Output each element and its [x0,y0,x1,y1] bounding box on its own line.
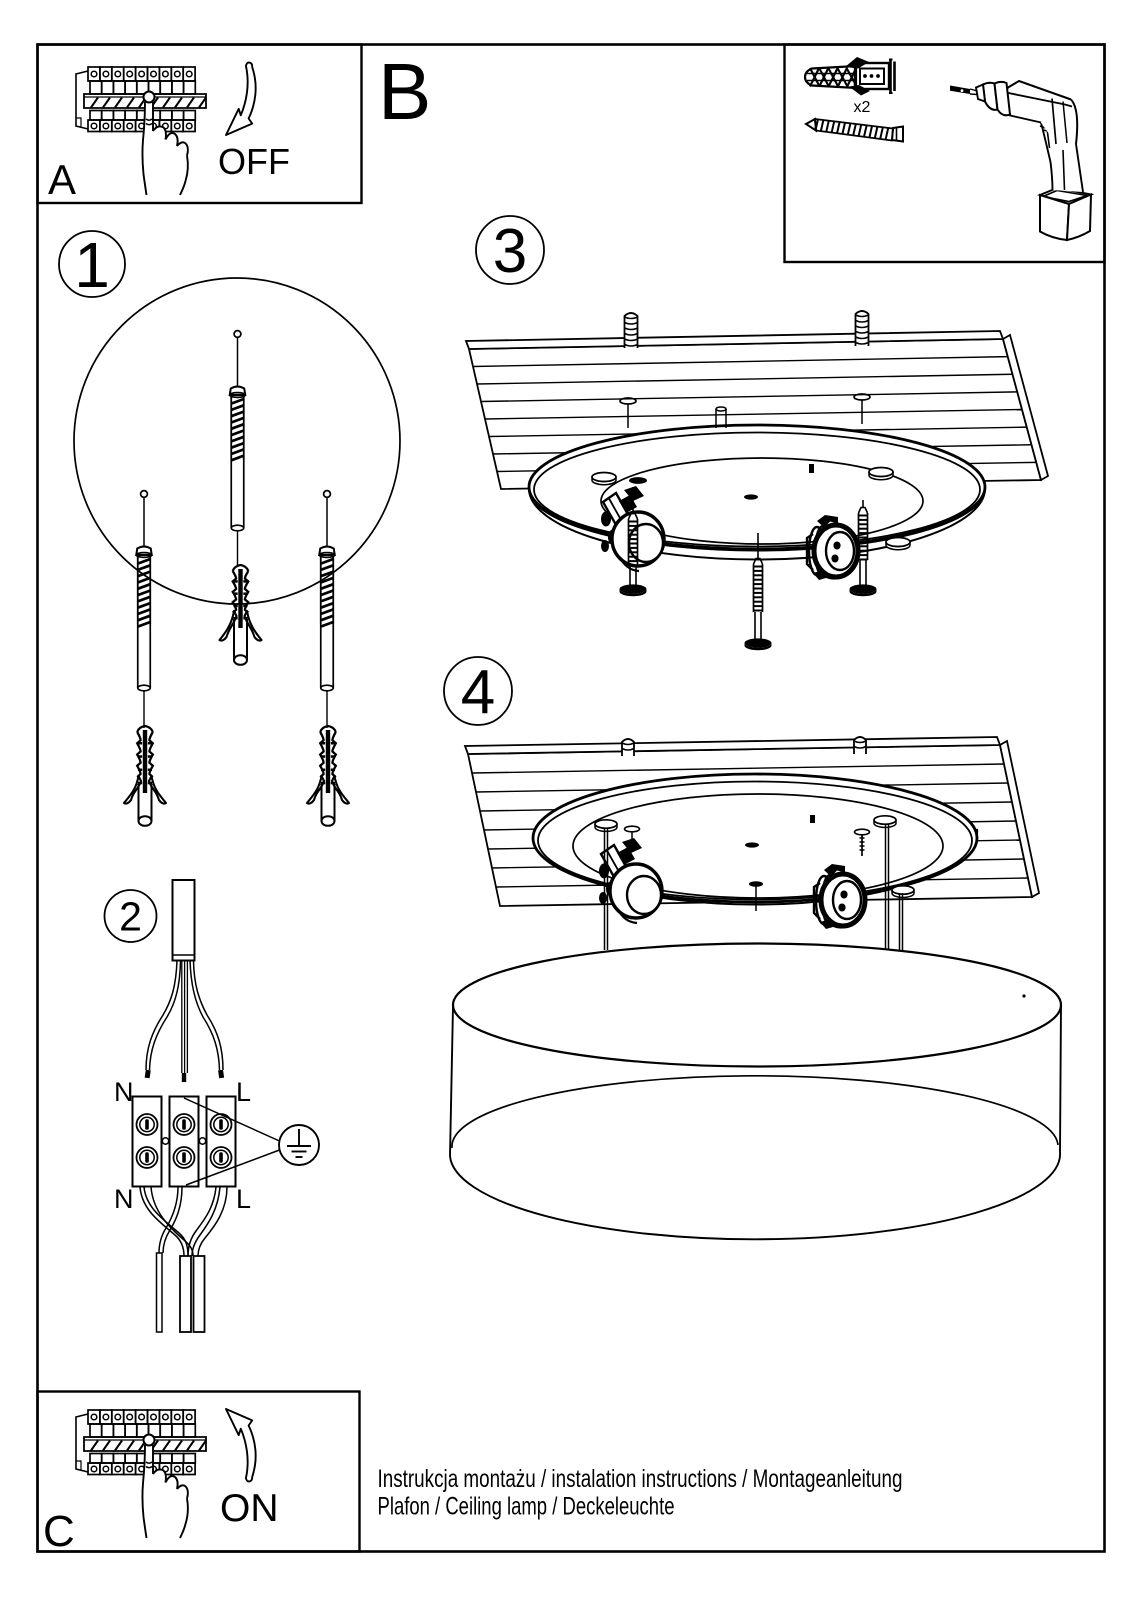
svg-text:L: L [236,1077,251,1107]
svg-text:x2: x2 [854,99,871,116]
svg-text:A: A [48,156,76,203]
svg-text:L: L [236,1184,251,1214]
svg-text:Instrukcja montażu / instalati: Instrukcja montażu / instalation instruc… [378,1465,903,1493]
svg-text:Plafon / Ceiling lamp / Deckel: Plafon / Ceiling lamp / Deckeleuchte [378,1493,675,1521]
svg-text:1: 1 [74,229,110,301]
svg-text:N: N [114,1077,134,1107]
svg-text:B: B [378,47,431,136]
svg-text:2: 2 [119,894,142,940]
svg-text:3: 3 [493,217,527,286]
svg-text:ON: ON [220,1487,279,1530]
svg-text:4: 4 [461,658,495,727]
svg-text:OFF: OFF [218,141,290,182]
svg-text:N: N [114,1184,134,1214]
svg-text:C: C [43,1507,75,1556]
